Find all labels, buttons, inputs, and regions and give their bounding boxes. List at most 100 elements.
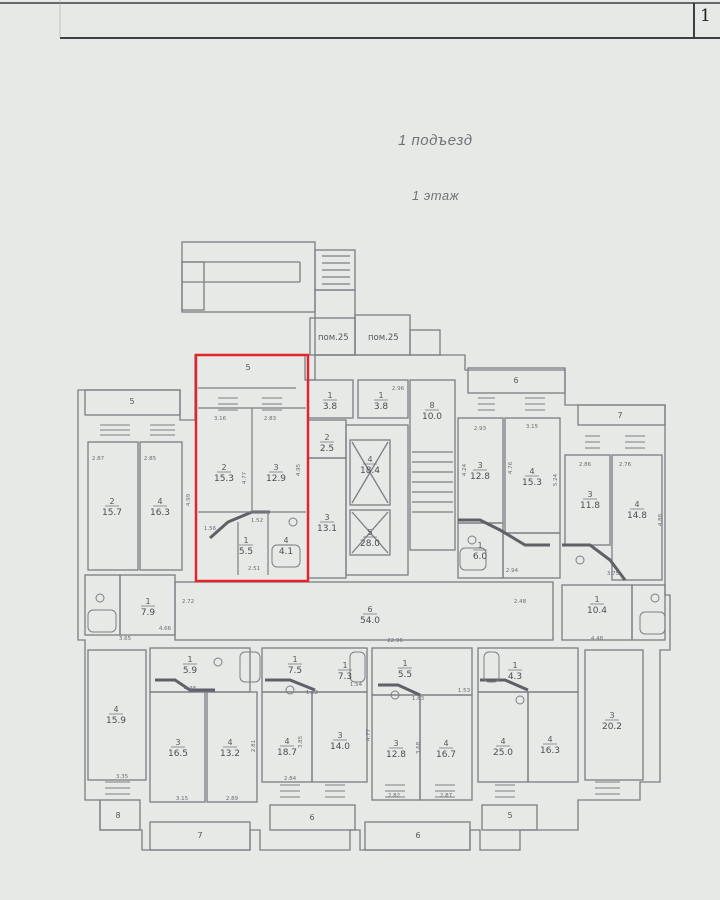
room-rst1b: 13.8 [374,391,389,412]
dimension-d9: 2.85 [144,456,157,462]
room-area: 18.4 [360,466,380,476]
sheet-border [0,0,720,39]
room-rfr4: 414.8 [627,500,647,521]
room-number: 4 [547,735,552,744]
heavy-walls [155,510,627,697]
room-number: 3 [477,461,482,470]
room-number: 3 [324,513,329,522]
room-number: 4 [367,455,372,464]
room-rst2: 22.5 [320,433,334,454]
room-area: 25.0 [493,748,513,758]
room-r5a: 5 [129,397,134,406]
room-rl4: 416.3 [150,497,170,518]
dimension-d41: 2.81 [251,740,257,752]
room-rr1: 16.0 [473,541,488,562]
room-number: 1 [402,659,407,668]
room-number: 7 [617,411,622,420]
room-number: 6 [415,831,420,840]
selected-flat-outline[interactable] [194,353,310,583]
room-number: 3 [175,738,180,747]
room-rbs3: 17.3 [338,661,352,682]
dimension-d8: 2.87 [92,456,105,462]
room-number: 1 [512,661,517,670]
dimension-d14: 2.93 [474,426,487,432]
room-area: 6.0 [473,552,488,562]
dimension-d15: 3.15 [526,424,539,430]
room-rst3: 313.1 [317,513,337,534]
dimension-d37: 1.53 [458,688,471,694]
room-r7top: 7 [617,411,622,420]
selected-flat-interior [198,387,306,575]
room-area: 18.7 [277,748,297,758]
dimension-d42: 4.77 [366,728,372,741]
room-r6top: 6 [513,376,518,385]
room-rstair: 418.4 [360,455,380,476]
room-rb7: 416.7 [436,739,456,760]
page-number: 1 [700,6,711,26]
room-number: 6 [309,813,314,822]
room-area: 7.3 [338,672,352,682]
room-rr3: 312.8 [470,461,490,482]
room-area: 16.7 [436,750,456,760]
room-area: 14.8 [627,511,647,521]
room-area: 7.5 [288,666,302,676]
premise-left: пом.25 [318,333,349,343]
dimension-d30: 2.89 [226,796,239,802]
room-rbb5a: 6 [415,831,420,840]
dimension-d16: 4.24 [462,463,468,476]
room-area: 5.9 [183,666,198,676]
room-area: 3.8 [323,402,338,412]
room-number: 4 [500,737,505,746]
dimension-d23: 4.88 [658,513,664,526]
room-rsel4: 44.1 [279,536,293,557]
bath-fixtures [87,517,666,705]
room-area: 5.5 [239,547,253,557]
room-rsel3: 312.9 [266,463,286,484]
room-rbb5b: 5 [507,811,512,820]
room-area: 10.0 [422,412,442,422]
dimension-d4: 4.95 [296,463,302,476]
room-area: 15.7 [102,508,122,518]
dimension-d35: 1.62 [306,690,318,696]
room-area: 15.3 [214,474,234,484]
room-area: 3.8 [374,402,389,412]
room-rb3: 413.2 [220,738,240,759]
room-number: 1 [594,595,599,604]
room-rb8: 425.0 [493,737,513,758]
premises-labels: пом.25 пом.25 [318,333,399,343]
room-rbb7: 7 [197,831,202,840]
room-number: 1 [243,536,248,545]
room-number: 6 [367,605,372,614]
room-rb5: 314.0 [330,731,350,752]
room-rst1: 13.8 [323,391,338,412]
entrance-title: 1 подъезд [398,132,473,149]
dimension-d34: 4.38 [184,686,197,692]
room-r5sel: 5 [245,363,250,372]
room-area: 10.4 [587,606,607,616]
room-rlift: 528.0 [360,528,380,549]
room-number: 4 [284,737,289,746]
dimension-d39: 3.85 [298,735,304,748]
room-number: 2 [109,497,114,506]
room-rbb6: 6 [309,813,314,822]
room-rbb8: 8 [115,811,120,820]
room-number: 4 [529,467,534,476]
dimension-d7: 1.56 [204,526,217,532]
room-number: 2 [324,433,329,442]
dimension-d20: 2.86 [579,462,592,468]
room-number: 3 [587,490,592,499]
room-rbs2: 17.5 [288,655,302,676]
dimension-d17: 4.76 [508,461,514,474]
room-rfr3: 311.8 [580,490,600,511]
room-area: 11.8 [580,501,600,511]
room-rst8: 810.0 [422,401,442,422]
room-rbs5: 14.3 [508,661,522,682]
room-number: 1 [327,391,332,400]
room-area: 2.5 [320,444,334,454]
room-rbs1: 15.9 [183,655,198,676]
room-rlc: 17.9 [141,597,156,618]
dimension-d22: 3.75 [607,571,620,577]
room-area: 5.5 [398,670,412,680]
room-number: 3 [609,711,614,720]
